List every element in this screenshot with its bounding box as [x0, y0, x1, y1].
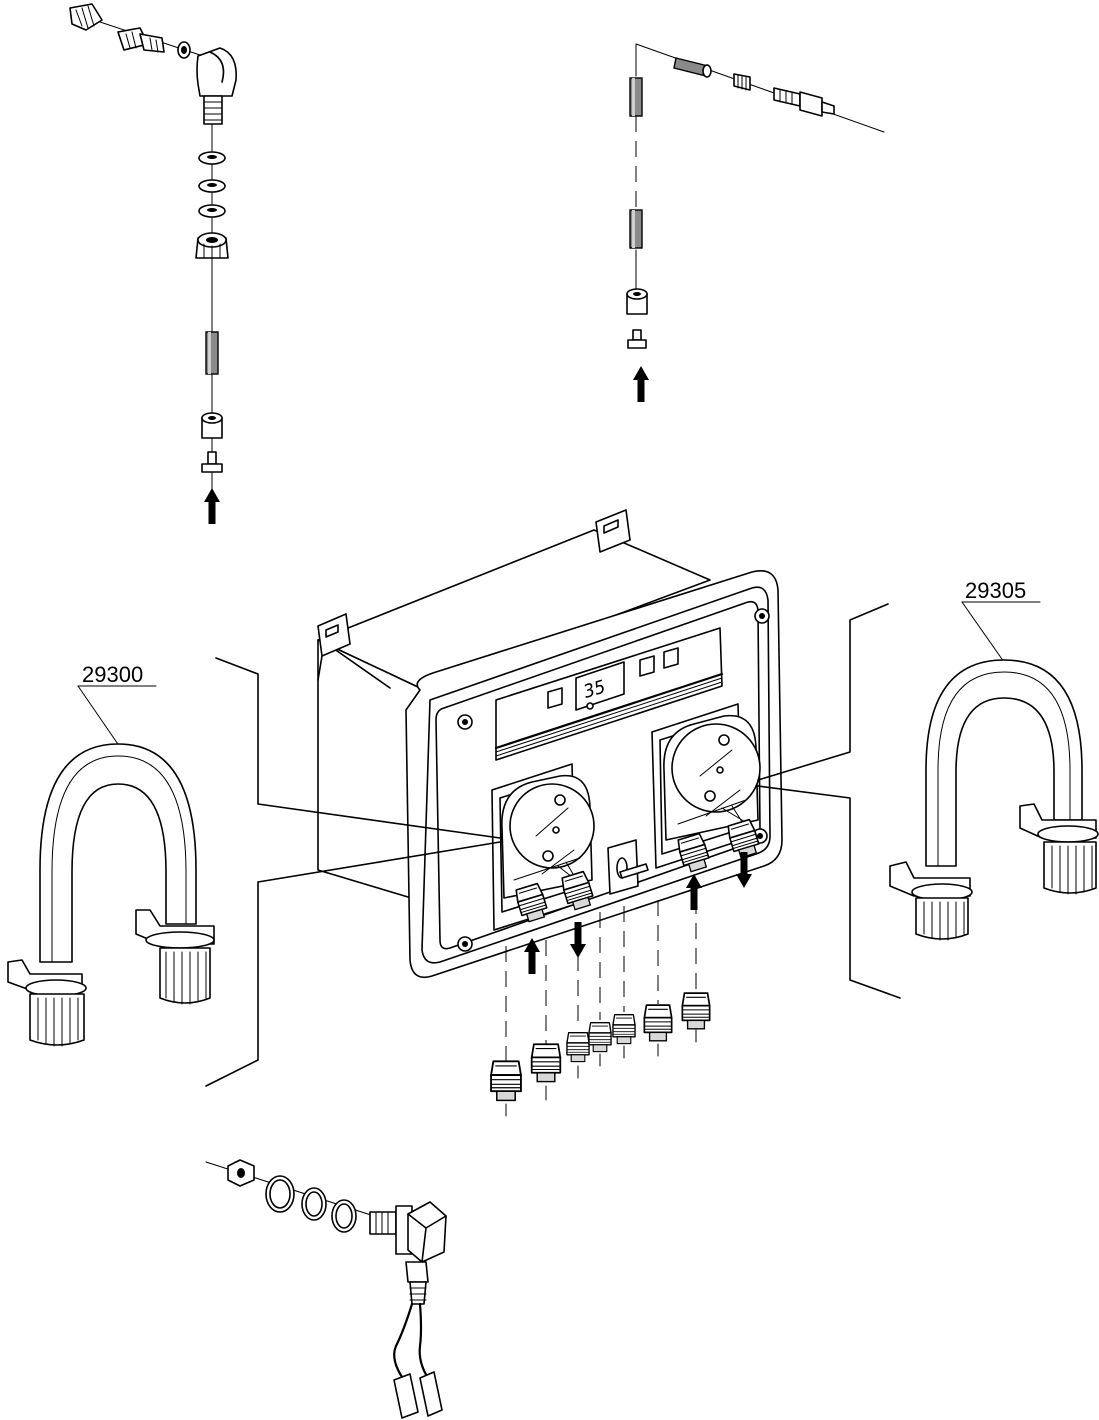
indicator-square — [547, 687, 563, 709]
toggle-switch[interactable] — [607, 839, 649, 895]
sensor-body — [369, 1201, 447, 1305]
tube-segment-diagonal — [673, 57, 712, 78]
mounting-tab-left — [317, 613, 351, 681]
small-nut — [733, 73, 751, 91]
top-left-fitting-assembly — [69, 3, 237, 524]
threaded-connector — [773, 87, 835, 117]
right-pump-head — [651, 703, 762, 874]
connector-plug — [393, 1373, 419, 1419]
connector-plug — [419, 1371, 443, 1417]
indicator-square — [663, 647, 679, 669]
cap-nut — [69, 3, 103, 31]
washer-stack — [198, 151, 226, 218]
elbow-fitting — [196, 47, 237, 125]
intake-screw — [627, 329, 647, 349]
u-tube-part-29300 — [7, 743, 215, 1047]
part-number-label: 29300 — [82, 662, 143, 687]
mounting-tab-right — [595, 509, 631, 553]
cable-gland — [681, 992, 711, 1030]
indicator-square — [639, 655, 655, 677]
tube-segment — [205, 331, 219, 375]
cable-gland — [643, 1004, 673, 1042]
control-unit: 35 — [317, 509, 783, 979]
top-right-fitting-assembly — [626, 43, 885, 402]
callout-29305: 29305 — [757, 578, 1099, 999]
cable-gland — [612, 1014, 636, 1045]
foot-filter — [626, 288, 648, 315]
inlet-arrow-icon — [204, 488, 220, 524]
intake-screw — [201, 451, 223, 473]
part-number-label: 29305 — [965, 578, 1026, 603]
cable-gland-row — [490, 898, 711, 1117]
u-tube-part-29305 — [889, 659, 1099, 941]
ring-nut — [195, 232, 229, 259]
cable-gland — [588, 1022, 612, 1053]
status-led — [586, 702, 594, 710]
callout-29300: 29300 — [7, 657, 501, 1087]
tube-segment — [629, 209, 643, 249]
left-pump-head — [491, 763, 596, 931]
cable-gland — [530, 1043, 562, 1083]
foot-filter — [201, 412, 223, 439]
frame-screws — [457, 608, 770, 952]
cable-gland — [566, 1032, 590, 1063]
threaded-connector — [117, 27, 165, 53]
sensor-cable — [393, 1302, 443, 1419]
digital-display — [575, 661, 625, 711]
level-sensor-assembly — [205, 1159, 447, 1419]
display-panel: 35 — [494, 627, 724, 761]
inlet-arrow-icon — [633, 366, 649, 402]
cable-gland — [490, 1060, 522, 1102]
hex-nut — [227, 1159, 255, 1187]
tube-segment — [629, 77, 643, 117]
